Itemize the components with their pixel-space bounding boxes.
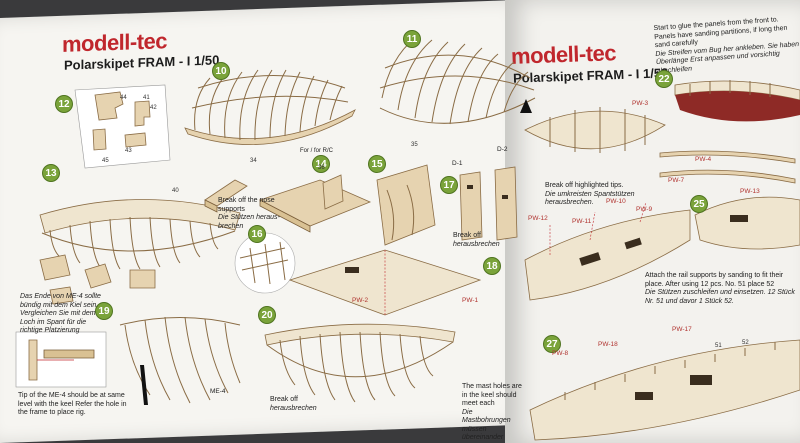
part-number: 34 xyxy=(250,158,257,164)
step-15-badge: 15 xyxy=(368,155,386,173)
step-13-badge: 13 xyxy=(42,164,60,182)
step-17-badge: 17 xyxy=(440,176,458,194)
hull-top-step-right xyxy=(524,107,666,153)
mast-holes-note-de: Die Mastbohrungen müssen übereinander xyxy=(462,408,511,442)
nose-supports-note-de: Die Stützen heraus-brechen xyxy=(218,214,280,230)
planks-pw4-pw7 xyxy=(659,150,796,184)
label-d2: D-2 xyxy=(497,146,508,153)
break-off-note-2-de: herausbrechen xyxy=(270,404,317,412)
step-20-badge: 20 xyxy=(258,306,276,324)
mast-holes-note-en: The mast holes are in the keel should me… xyxy=(462,383,522,407)
hull-frames-step11 xyxy=(379,37,536,125)
rail-supports-note-de: Die Stützen zuschleifen und einsetzen. 1… xyxy=(645,289,795,305)
hull-frames-step10 xyxy=(184,69,356,145)
part-number: 36 xyxy=(318,165,325,171)
highlighted-tips-note: Break off highlighted tips. Die umkreist… xyxy=(545,182,635,208)
step-14-badge: 14 xyxy=(312,155,330,173)
me4-note-en: Tip of the ME-4 should be at same level … xyxy=(18,392,127,416)
label-pw7: PW-7 xyxy=(668,177,685,184)
step-27-badge: 27 xyxy=(543,335,561,353)
nose-supports-note: Break off the nose supports Die Stützen … xyxy=(218,197,288,231)
label-me4: ME-4 xyxy=(210,388,226,395)
part-number: 44 xyxy=(120,95,127,101)
rail-supports-note-en: Attach the rail supports by sanding to f… xyxy=(645,272,784,288)
break-off-note-1-de: herausbrechen xyxy=(453,240,500,248)
break-off-note-2-en: Break off xyxy=(270,396,298,403)
mast-holes-note: The mast holes are in the keel should me… xyxy=(462,383,522,443)
step-18-badge: 18 xyxy=(483,257,501,275)
step-12-badge: 12 xyxy=(55,95,73,113)
label-pw2: PW-2 xyxy=(352,297,369,304)
part-number: 45 xyxy=(102,158,109,164)
part-number: 42 xyxy=(150,105,157,111)
keel-pieces-drawing xyxy=(459,166,518,241)
hull-planking-step24 xyxy=(524,201,691,301)
break-off-note-2: Break off herausbrechen xyxy=(270,396,330,413)
part-number: 35 xyxy=(411,142,418,148)
break-off-note-1: Break off herausbrechen xyxy=(453,232,500,249)
label-pw10: PW-10 xyxy=(606,198,626,205)
keel-frames-step19 xyxy=(119,316,241,405)
step-19-badge: 19 xyxy=(95,302,113,320)
step-16-badge: 16 xyxy=(248,225,266,243)
nose-supports-note-en: Break off the nose supports xyxy=(218,197,275,213)
parts-sheet-drawing xyxy=(74,84,171,169)
label-pw17: PW-17 xyxy=(672,326,692,333)
label-pw12: PW-12 xyxy=(528,215,548,222)
highlighted-tips-note-en: Break off highlighted tips. xyxy=(545,182,624,189)
label-pw9: PW-9 xyxy=(636,206,653,213)
part-number: 51 xyxy=(715,343,722,349)
rail-detail-step25 xyxy=(694,196,800,250)
brand-logo-left: modell-tec xyxy=(62,28,168,57)
label-pw18: PW-18 xyxy=(598,341,618,348)
part-number: 41 xyxy=(143,95,150,101)
deck-plates-step18 xyxy=(288,249,482,316)
label-pw1: PW-1 xyxy=(462,297,479,304)
break-off-note-1-en: Break off xyxy=(453,232,481,239)
hull-painted-step22 xyxy=(674,80,800,122)
label-pw4: PW-4 xyxy=(695,156,712,163)
step-10-badge: 10 xyxy=(212,62,230,80)
label-pw13: PW-13 xyxy=(740,188,760,195)
small-parts-step13 xyxy=(39,254,156,305)
for-rc-note: For / for R/C xyxy=(300,148,334,154)
deck-rail-step27 xyxy=(529,339,800,441)
label-pw3: PW-3 xyxy=(632,100,649,107)
step-11-badge: 11 xyxy=(403,30,421,48)
me4-detail-drawing xyxy=(15,331,107,388)
step-25-badge: 25 xyxy=(690,195,708,213)
me4-note-de: Das Ende von ME-4 sollte bündig mit dem … xyxy=(20,293,110,336)
label-pw11: PW-11 xyxy=(572,218,592,225)
label-pw8: PW-8 xyxy=(552,350,569,357)
step-22-badge: 22 xyxy=(655,70,673,88)
part-number: 52 xyxy=(742,340,749,346)
panels-note: Start to glue the panels from the front … xyxy=(653,15,800,76)
base-plate-drawing xyxy=(258,174,372,233)
nose-support-drawing xyxy=(204,179,248,213)
highlighted-tips-note-de: Die umkreisten Spantstützen herausbreche… xyxy=(545,190,635,207)
detail-circle-drawing xyxy=(234,232,296,294)
bow-pieces-drawing xyxy=(376,164,436,246)
hull-assembly-step20 xyxy=(264,323,456,403)
rail-supports-note: Attach the rail supports by sanding to f… xyxy=(645,272,795,306)
label-d1: D-1 xyxy=(452,160,463,167)
part-number: 43 xyxy=(125,148,132,154)
part-number: 40 xyxy=(172,188,179,194)
me4-note-de-text: Das Ende von ME-4 sollte bündig mit dem … xyxy=(20,293,101,334)
hull-assembly-step13 xyxy=(39,199,241,270)
